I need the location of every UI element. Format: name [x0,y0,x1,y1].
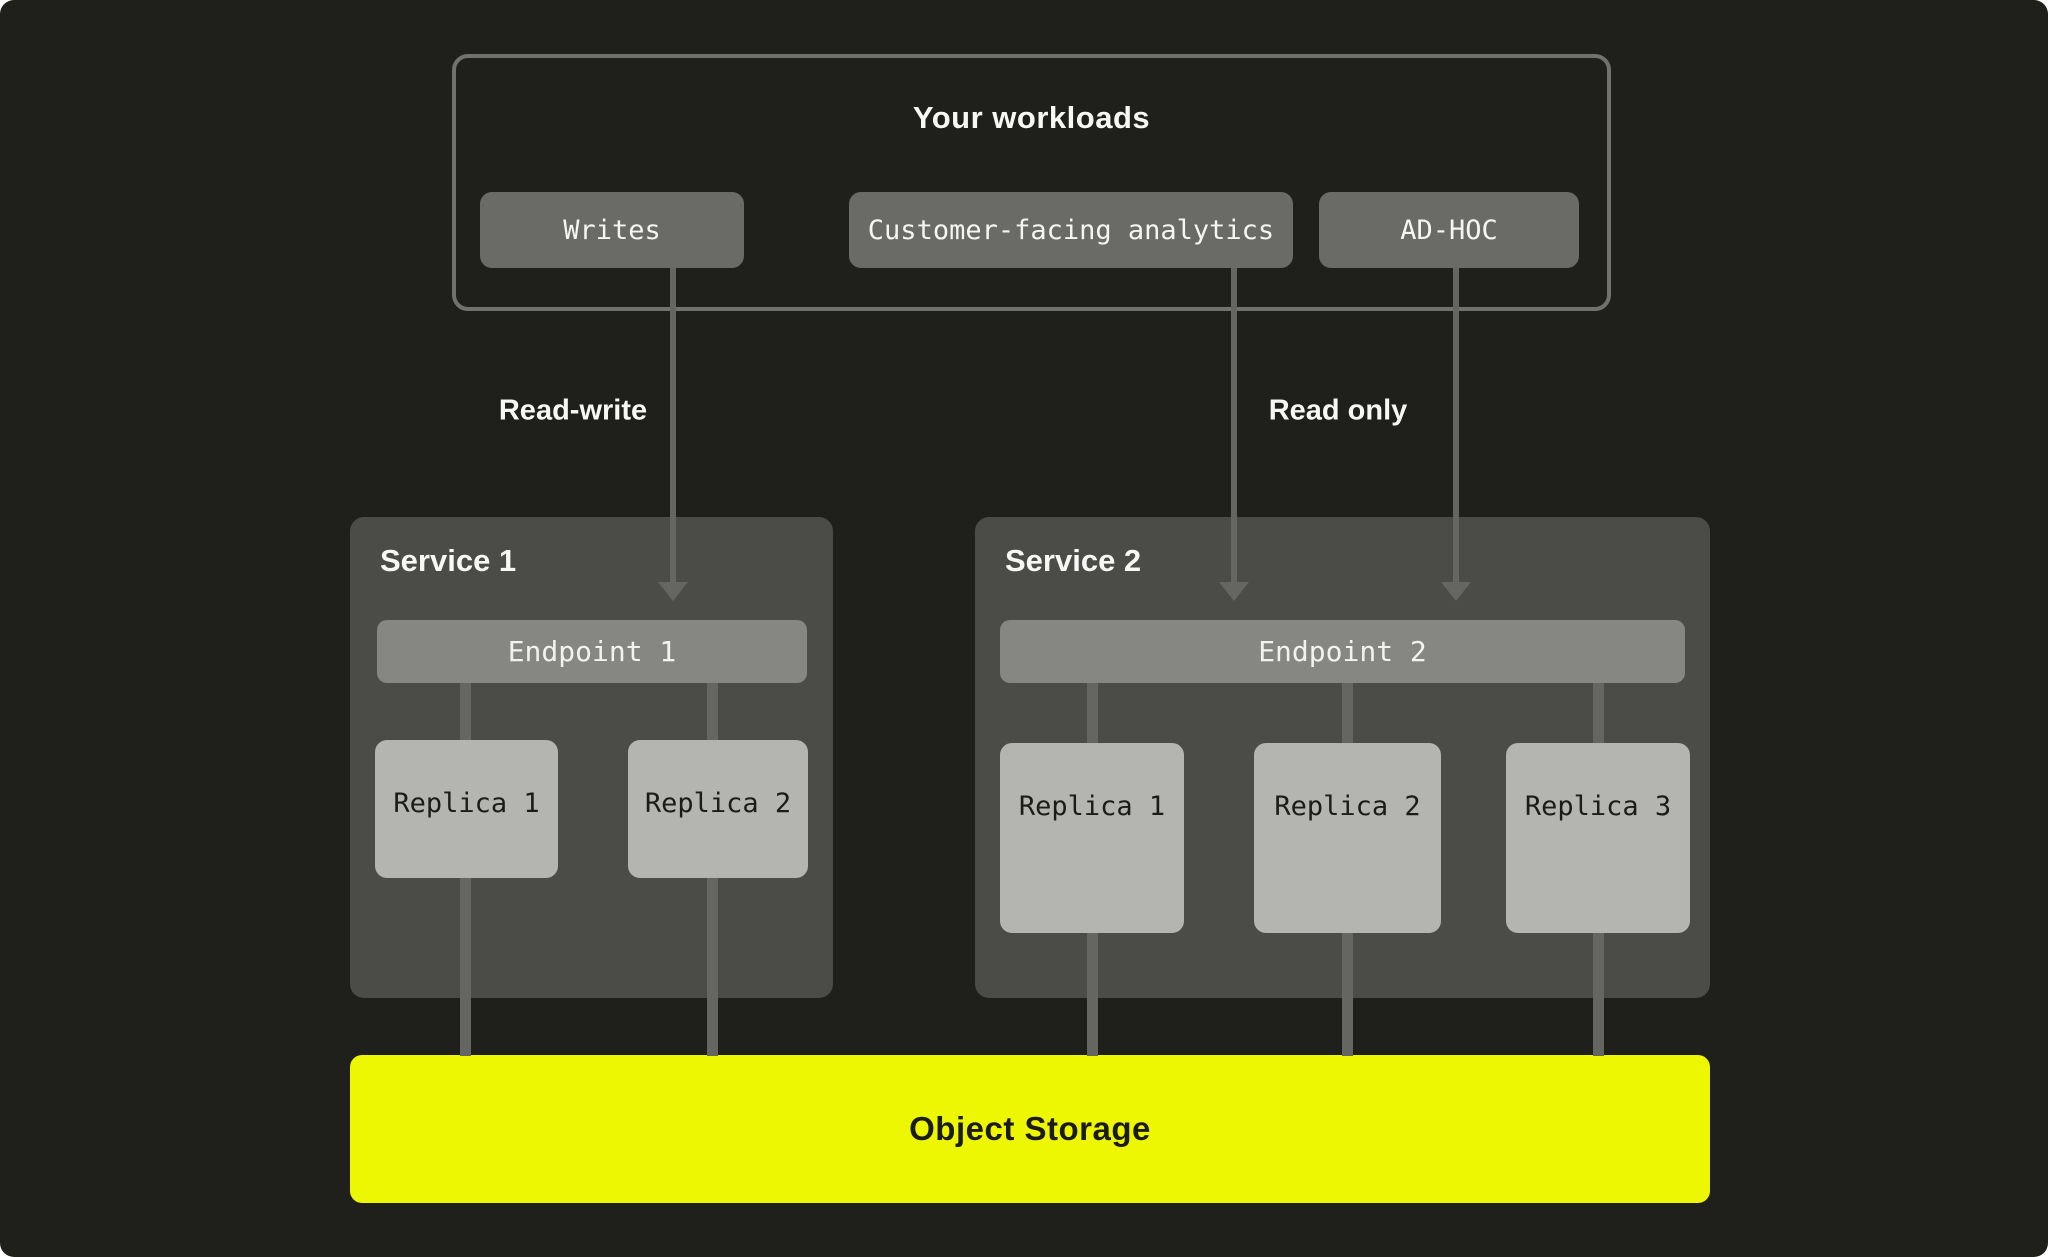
arrow-writes-to-endpoint1 [670,268,676,584]
service-1-box: Service 1 Endpoint 1 Replica 1 Replica 2 [350,517,833,998]
arrowhead-adhoc-to-endpoint2 [1441,582,1471,601]
object-storage-bar: Object Storage [350,1055,1710,1203]
service-1-title: Service 1 [380,543,517,578]
service-2-title: Service 2 [1005,543,1142,578]
service-2-replica-1: Replica 1 [1000,743,1184,933]
arrow-analytics-to-endpoint2 [1231,268,1237,584]
workload-chip-writes: Writes [480,192,744,268]
workloads-title: Your workloads [912,100,1151,135]
object-storage-label: Object Storage [909,1110,1151,1147]
workload-chip-writes-label: Writes [563,214,661,246]
service-1-endpoint-label: Endpoint 1 [507,635,677,668]
service-1-endpoint: Endpoint 1 [377,620,807,683]
service-1-replica-1: Replica 1 [375,740,558,878]
service-2-endpoint: Endpoint 2 [1000,620,1685,683]
flow-label-read-only: Read only [1268,394,1408,427]
service-2-box: Service 2 Endpoint 2 Replica 1 Replica 2… [975,517,1710,998]
workload-chip-analytics: Customer-facing analytics [849,192,1293,268]
service-2-endpoint-label: Endpoint 2 [1258,635,1427,668]
service-2-replica-2: Replica 2 [1254,743,1441,933]
arrowhead-writes-to-endpoint1 [658,582,688,601]
arrowhead-analytics-to-endpoint2 [1219,582,1249,601]
service-2-replica-3: Replica 3 [1506,743,1690,933]
workload-chip-adhoc: AD-HOC [1319,192,1579,268]
workload-chip-analytics-label: Customer-facing analytics [867,214,1275,246]
workload-chip-adhoc-label: AD-HOC [1400,214,1498,246]
workloads-group-box [452,54,1611,311]
flow-label-read-write: Read-write [498,394,648,427]
arrow-adhoc-to-endpoint2 [1453,268,1459,584]
service-1-replica-2: Replica 2 [628,740,808,878]
